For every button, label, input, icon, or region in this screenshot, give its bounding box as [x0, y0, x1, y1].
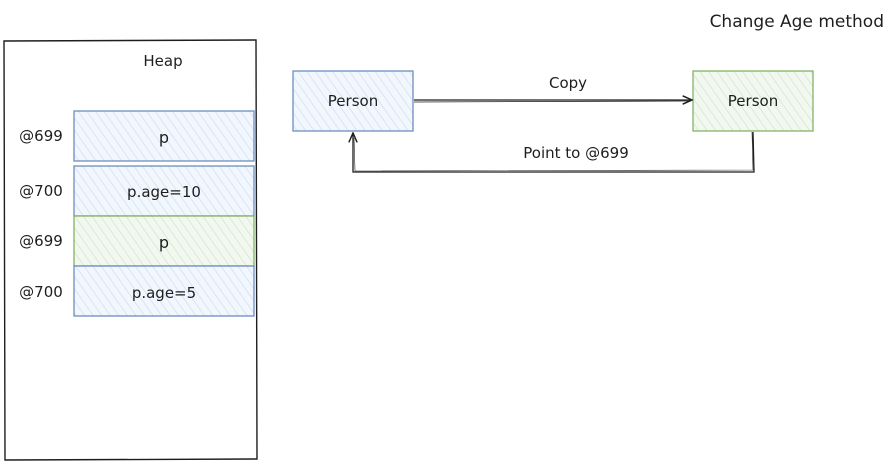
- heap-cell: @699 p: [19, 215, 255, 267]
- point-to-arrow-sketch: [353, 131, 754, 172]
- point-to-label: Point to @699: [523, 144, 628, 162]
- heap-cell-value: p: [159, 233, 169, 252]
- heap-cell: @700 p.age=5: [19, 265, 255, 317]
- point-to-connector: Point to @699: [353, 131, 755, 173]
- heap-cell-box: [73, 265, 255, 317]
- heap-cell: @699 p: [19, 110, 255, 162]
- point-to-arrow: [353, 132, 755, 173]
- copy-arrow-sketch: [413, 100, 691, 103]
- diagram-title: Change Age method: [710, 12, 884, 32]
- heap-address: @699: [19, 232, 63, 250]
- person-node-left: Person: [292, 70, 414, 132]
- person-node-left-box: [292, 70, 414, 132]
- heap-panel: Heap @699 p @700 p.age=10 @699 p @700 p.…: [3, 39, 258, 461]
- person-node-right-box: [692, 70, 814, 132]
- heap-address: @700: [19, 283, 63, 301]
- heap-cell-box: [73, 110, 255, 162]
- copy-connector: Copy: [413, 74, 692, 103]
- heap-border: [3, 39, 258, 461]
- person-node-right: Person: [692, 70, 814, 132]
- heap-cell: @700 p.age=10: [19, 165, 255, 217]
- heap-address: @700: [19, 182, 63, 200]
- heap-cell-value: p: [159, 128, 169, 147]
- person-node-right-label: Person: [728, 92, 778, 110]
- heap-cell-box: [73, 165, 255, 217]
- heap-address: @699: [19, 127, 63, 145]
- person-node-left-label: Person: [328, 92, 378, 110]
- heap-title: Heap: [143, 52, 182, 70]
- heap-cell-value: p.age=5: [132, 284, 196, 302]
- heap-cell-value: p.age=10: [127, 183, 201, 201]
- copy-label: Copy: [549, 74, 587, 92]
